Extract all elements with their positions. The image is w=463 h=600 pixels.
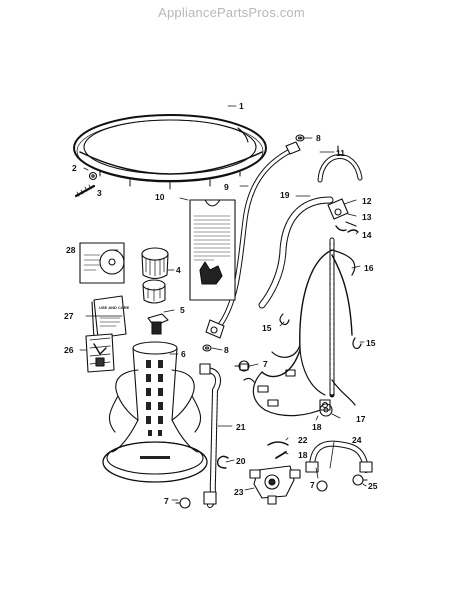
part-label-26: 26 xyxy=(64,345,74,355)
part-label-28: 28 xyxy=(66,245,76,255)
leader-lines xyxy=(79,105,367,501)
part-label-18a: 18 xyxy=(312,422,322,432)
part-clamp-lower xyxy=(202,344,212,352)
part-instruction-card xyxy=(189,199,236,301)
part-label-9: 9 xyxy=(224,182,229,192)
part-tub-ring xyxy=(73,114,267,190)
part-nut xyxy=(88,171,98,181)
part-hose-guide xyxy=(317,145,363,183)
part-pump-clamps xyxy=(316,474,368,492)
part-label-24: 24 xyxy=(352,435,362,445)
part-label-20: 20 xyxy=(236,456,246,466)
part-drain-hose xyxy=(258,196,334,309)
part-screw-lower xyxy=(275,451,287,459)
part-label-5: 5 xyxy=(180,305,185,315)
part-label-2: 2 xyxy=(72,163,77,173)
part-pump xyxy=(249,465,301,505)
part-label-23: 23 xyxy=(234,487,244,497)
part-number-labels: 1 2 3 4 5 6 7 7 7 8 8 9 10 11 12 13 14 1… xyxy=(64,101,378,506)
part-agitator xyxy=(102,341,208,483)
part-pressure-switch xyxy=(319,403,333,417)
part-label-3: 3 xyxy=(97,188,102,198)
part-label-22: 22 xyxy=(298,435,308,445)
part-label-15a: 15 xyxy=(262,323,272,333)
part-wire-harness xyxy=(239,237,356,417)
part-label-16: 16 xyxy=(364,263,374,273)
part-label-7b: 7 xyxy=(164,496,169,506)
part-pump-hose xyxy=(199,363,221,508)
part-screw xyxy=(74,184,96,198)
part-hose-fitting xyxy=(327,198,359,233)
part-label-12: 12 xyxy=(362,196,372,206)
part-label-19: 19 xyxy=(280,190,290,200)
part-label-27: 27 xyxy=(64,311,74,321)
part-coupling xyxy=(147,313,169,335)
part-label-13: 13 xyxy=(362,212,372,222)
part-wire-clip xyxy=(279,313,362,350)
part-label-8b: 8 xyxy=(224,345,229,355)
part-label-4: 4 xyxy=(176,265,181,275)
part-disc-manual xyxy=(79,242,125,284)
part-agitator-cap xyxy=(141,247,169,304)
part-use-and-care-book xyxy=(91,295,127,341)
part-label-7a: 7 xyxy=(263,359,268,369)
part-hose-clamp xyxy=(175,360,250,509)
part-parts-packet xyxy=(85,333,115,373)
part-label-8a: 8 xyxy=(316,133,321,143)
part-label-15b: 15 xyxy=(366,338,376,348)
watermark: AppliancePartsPros.com xyxy=(158,5,305,20)
part-label-7c: 7 xyxy=(310,480,315,490)
part-label-14: 14 xyxy=(362,230,372,240)
part-label-17: 17 xyxy=(356,414,366,424)
part-label-10: 10 xyxy=(155,192,165,202)
part-label-18b: 18 xyxy=(298,450,308,460)
part-label-25: 25 xyxy=(368,481,378,491)
part-spring-clamp xyxy=(216,455,229,469)
part-label-21: 21 xyxy=(236,422,246,432)
book-label: USE AND CARE xyxy=(99,305,130,310)
part-label-11: 11 xyxy=(336,148,345,158)
part-pump-clip xyxy=(267,441,289,446)
part-label-6: 6 xyxy=(181,349,186,359)
part-pump-outlet-hose xyxy=(305,440,373,473)
part-label-1: 1 xyxy=(239,101,244,111)
